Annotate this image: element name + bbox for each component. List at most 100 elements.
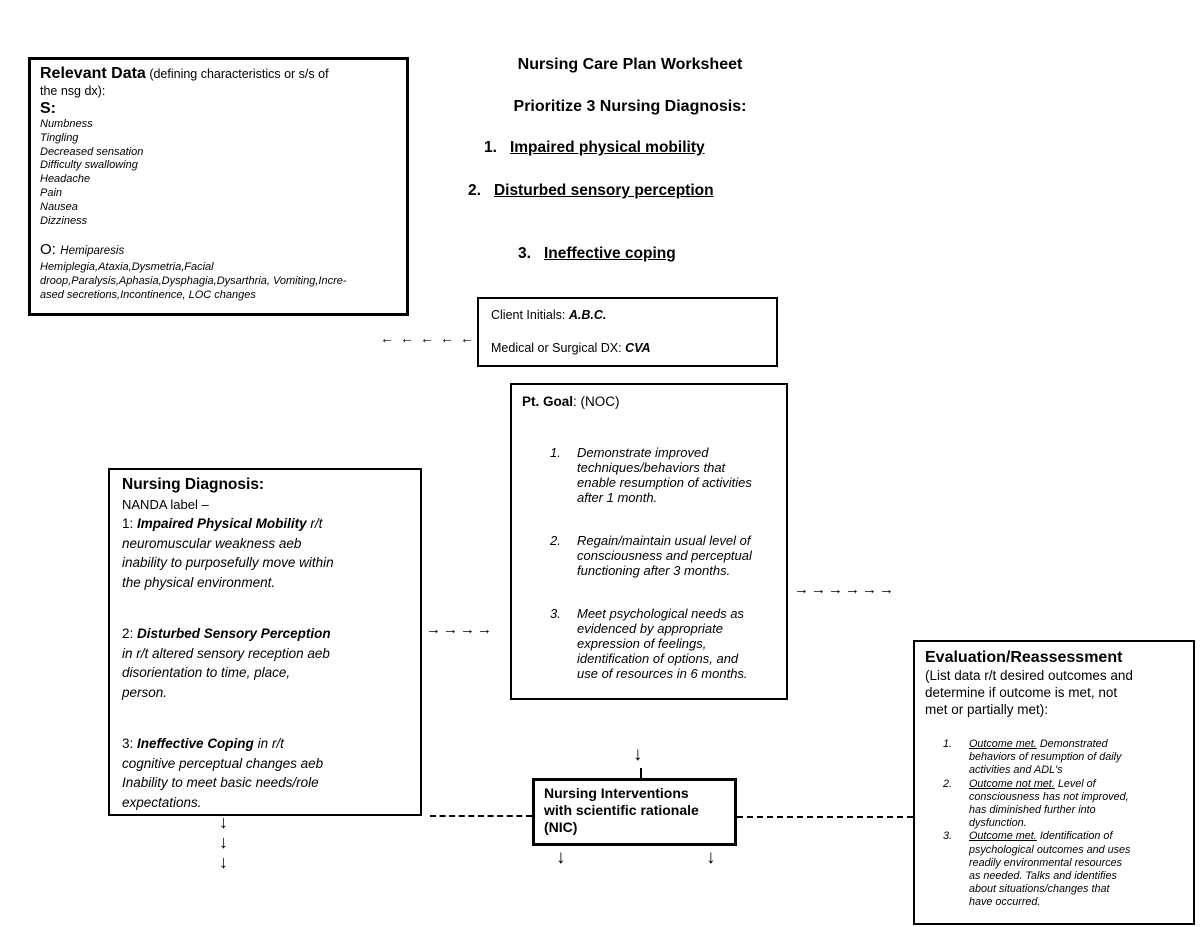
- outcome-line: psychological outcomes and uses: [969, 843, 1131, 856]
- right-arrow-chain-icon: →→→→: [426, 621, 494, 638]
- left-arrow-chain-icon: ←←←←←: [380, 330, 480, 346]
- priority-item-3: 3. Ineffective coping: [518, 245, 676, 263]
- outcome-line: has diminished further into: [969, 804, 1096, 817]
- diagnosis-line: in r/t altered sensory reception aeb: [122, 645, 330, 661]
- medical-dx-line: Medical or Surgical DX: CVA: [491, 340, 776, 356]
- outcome-line: as needed. Talks and identifies: [969, 870, 1117, 883]
- priority-number: 2.: [468, 182, 481, 199]
- dashed-connector-line: [737, 816, 913, 818]
- relevant-data-heading: Relevant Data (defining characteristics …: [40, 64, 397, 84]
- client-initials-line: Client Initials: A.B.C.: [491, 307, 776, 323]
- diagnosis-label: Impaired Physical Mobility: [137, 516, 307, 531]
- outcome-item-2: 2. Outcome not met. Level of consciousne…: [943, 778, 1183, 831]
- diagnosis-label: Ineffective Coping: [137, 736, 254, 751]
- outcome-status: Outcome met.: [969, 830, 1037, 843]
- connector-line: [640, 768, 642, 779]
- diagnosis-number: 2:: [122, 626, 134, 641]
- down-arrow-icon: ↓: [219, 812, 228, 832]
- nursing-diagnosis-title: Nursing Diagnosis:: [122, 476, 265, 493]
- diagnosis-number: 1:: [122, 516, 134, 531]
- goal-line: techniques/behaviors that: [577, 460, 726, 475]
- goal-line: after 1 month.: [577, 490, 658, 505]
- nursing-interventions-box: Nursing Interventions with scientific ra…: [532, 778, 737, 846]
- objective-line: droop,Paralysis,Aphasia,Dysphagia,Dysart…: [40, 275, 347, 288]
- diagnosis-item-3: 3: Ineffective Coping in r/t cognitive p…: [122, 734, 408, 812]
- subjective-item: Decreased sensation: [40, 145, 144, 158]
- diagnosis-item-2: 2: Disturbed Sensory Perception in r/t a…: [122, 624, 408, 702]
- relevant-data-title: Relevant Data: [40, 65, 146, 82]
- diagnosis-line: person.: [122, 684, 168, 700]
- diagnosis-line: disorientation to time, place,: [122, 665, 291, 680]
- diagnosis-line: expectations.: [122, 794, 202, 810]
- priority-item-1: 1.Impaired physical mobility: [484, 139, 705, 157]
- dashed-connector-line: [430, 815, 532, 817]
- outcome-line: dysfunction.: [969, 817, 1027, 830]
- outcome-first: Level of: [1057, 777, 1096, 790]
- relevant-data-title-suffix: (defining characteristics or s/s of: [149, 67, 329, 81]
- goal-number: 2.: [550, 533, 561, 548]
- outcome-line: behaviors of resumption of daily: [969, 751, 1122, 764]
- subjective-item: Tingling: [40, 131, 79, 144]
- subjective-item: Difficulty swallowing: [40, 159, 138, 172]
- subjective-label: S:: [40, 100, 56, 117]
- objective-heading: O: Hemiparesis: [40, 241, 397, 260]
- client-initials-value: A.B.C.: [568, 308, 607, 322]
- evaluation-title: Evaluation/Reassessment: [925, 649, 1123, 666]
- priority-item-2: 2.Disturbed sensory perception: [468, 182, 714, 200]
- diagnosis-line: cognitive perceptual changes aeb: [122, 755, 324, 771]
- down-arrow-icon: ↓: [556, 847, 566, 868]
- outcome-line: activities and ADL's: [969, 764, 1063, 777]
- down-arrow-icon: ↓: [633, 744, 643, 765]
- nursing-diagnosis-box: Nursing Diagnosis: NANDA label – 1: Impa…: [108, 468, 422, 816]
- goal-item-1: 1. Demonstrate improved techniques/behav…: [550, 445, 776, 505]
- outcome-number: 2.: [943, 777, 953, 790]
- goal-line: Meet psychological needs as: [577, 606, 744, 621]
- outcome-number: 3.: [943, 830, 953, 843]
- goal-line: functioning after 3 months.: [577, 563, 731, 578]
- relevant-data-box: Relevant Data (defining characteristics …: [28, 57, 409, 316]
- evaluation-list: 1. Outcome met. Demonstrated behaviors o…: [943, 738, 1183, 910]
- goal-number: 1.: [550, 445, 561, 460]
- outcome-first: Demonstrated: [1039, 738, 1108, 750]
- page-title: Nursing Care Plan Worksheet: [517, 56, 743, 73]
- outcome-line: consciousness has not improved,: [969, 790, 1129, 803]
- relevant-data-title-line2: the nsg dx):: [40, 84, 106, 98]
- goal-line: Demonstrate improved: [577, 445, 709, 460]
- goal-line: Regain/maintain usual level of: [577, 533, 751, 548]
- diagnosis-line: inability to purposefully move within: [122, 555, 334, 570]
- goal-item-3: 3. Meet psychological needs as evidenced…: [550, 606, 776, 681]
- subjective-item: Pain: [40, 186, 63, 199]
- objective-lead: Hemiparesis: [60, 245, 125, 258]
- down-arrow-icon: ↓: [219, 832, 228, 852]
- down-arrow-icon: ↓: [219, 852, 228, 872]
- diagnosis-suffix: r/t: [310, 516, 323, 531]
- nic-line: (NIC): [544, 819, 578, 835]
- subjective-item: Headache: [40, 173, 91, 186]
- outcome-item-1: 1. Outcome met. Demonstrated behaviors o…: [943, 738, 1183, 778]
- right-arrow-chain-icon: →→→→→→: [794, 581, 896, 598]
- priority-label: Ineffective coping: [543, 245, 676, 262]
- subjective-item: Nausea: [40, 200, 78, 213]
- outcome-status: Outcome met.: [969, 738, 1037, 750]
- goal-line: enable resumption of activities: [577, 475, 752, 490]
- goal-line: use of resources in 6 months.: [577, 666, 748, 681]
- objective-label: O:: [40, 241, 56, 259]
- objective-line: ased secretions,Incontinence, LOC change…: [40, 289, 256, 302]
- pt-goal-title: Pt. Goal: [522, 394, 574, 409]
- evaluation-desc-line: (List data r/t desired outcomes and: [925, 668, 1133, 683]
- outcome-number: 1.: [943, 738, 953, 750]
- medical-dx-label: Medical or Surgical DX:: [491, 341, 622, 355]
- nic-line: with scientific rationale: [544, 802, 699, 818]
- page-subtitle: Prioritize 3 Nursing Diagnosis:: [513, 98, 747, 115]
- diagnosis-suffix: in r/t: [257, 736, 284, 751]
- priority-number: 3.: [518, 245, 531, 262]
- goal-line: evidenced by appropriate: [577, 621, 723, 636]
- outcome-line: about situations/changes that: [969, 883, 1110, 896]
- goal-text: Regain/maintain usual level of conscious…: [577, 533, 752, 578]
- diagnosis-number: 3:: [122, 736, 134, 751]
- goal-line: expression of feelings,: [577, 636, 707, 651]
- outcome-item-3: 3. Outcome met. Identification of psycho…: [943, 830, 1183, 909]
- client-initials-label: Client Initials:: [491, 308, 566, 322]
- subjective-item: Dizziness: [40, 214, 88, 227]
